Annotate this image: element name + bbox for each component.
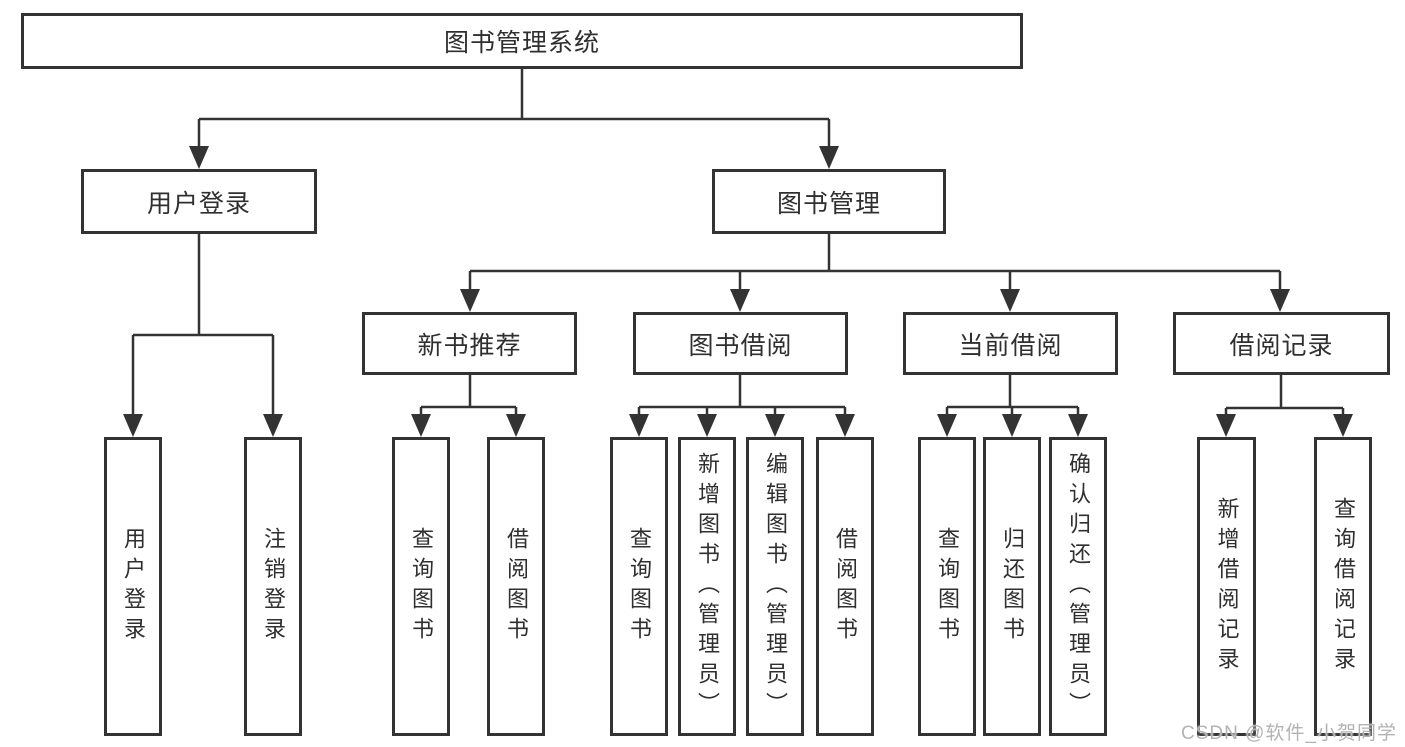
leaf-add-borrow-record-label: 新增借阅记录	[1214, 496, 1240, 677]
leaf-query-books-borrow-label: 查询图书	[627, 526, 652, 647]
leaf-query-borrow-record-label: 查询借阅记录	[1331, 496, 1356, 677]
node-book-management-label: 图书管理	[776, 189, 881, 218]
node-borrow-records: 借阅记录	[1173, 312, 1390, 375]
leaf-borrow-books-recommend: 借阅图书	[487, 437, 545, 736]
leaf-edit-book-admin-label: 编辑图书（管理员）	[763, 451, 788, 722]
leaf-add-book-admin-label: 新增图书（管理员）	[695, 451, 720, 722]
leaf-add-book-admin: 新增图书（管理员）	[678, 437, 736, 736]
leaf-query-books-recommend-label: 查询图书	[409, 526, 434, 647]
leaf-confirm-return-admin-label: 确认归还（管理员）	[1066, 451, 1091, 722]
leaf-query-borrow-record: 查询借阅记录	[1314, 437, 1372, 736]
leaf-query-books-recommend: 查询图书	[392, 437, 450, 736]
leaf-return-book-label: 归还图书	[1000, 526, 1025, 647]
node-book-borrow: 图书借阅	[633, 312, 848, 375]
node-book-management: 图书管理	[712, 169, 946, 234]
leaf-logout: 注销登录	[244, 437, 302, 736]
watermark: CSDN @软件_小贺同学	[1181, 723, 1397, 744]
node-borrow-records-label: 借阅记录	[1229, 331, 1334, 360]
node-root-label: 图书管理系统	[443, 29, 600, 57]
leaf-query-books-borrow: 查询图书	[610, 437, 668, 736]
leaf-user-login: 用户登录	[104, 437, 162, 736]
node-current-borrow: 当前借阅	[903, 312, 1118, 375]
node-root: 图书管理系统	[21, 13, 1023, 69]
node-user-login: 用户登录	[81, 169, 317, 234]
node-new-book-recommend: 新书推荐	[362, 312, 577, 375]
leaf-add-borrow-record: 新增借阅记录	[1197, 437, 1256, 736]
node-new-book-recommend-label: 新书推荐	[417, 331, 522, 360]
leaf-borrow-books: 借阅图书	[816, 437, 874, 736]
leaf-logout-label: 注销登录	[261, 526, 286, 647]
node-current-borrow-label: 当前借阅	[958, 331, 1063, 360]
leaf-edit-book-admin: 编辑图书（管理员）	[746, 437, 804, 736]
node-user-login-label: 用户登录	[146, 189, 251, 218]
leaf-borrow-books-recommend-label: 借阅图书	[504, 526, 529, 647]
leaf-confirm-return-admin: 确认归还（管理员）	[1049, 437, 1107, 736]
leaf-borrow-books-label: 借阅图书	[833, 526, 858, 647]
node-book-borrow-label: 图书借阅	[688, 331, 793, 360]
leaf-query-books-current-label: 查询图书	[935, 526, 960, 647]
leaf-return-book: 归还图书	[983, 437, 1041, 736]
leaf-query-books-current: 查询图书	[918, 437, 976, 736]
leaf-user-login-label: 用户登录	[121, 526, 146, 647]
